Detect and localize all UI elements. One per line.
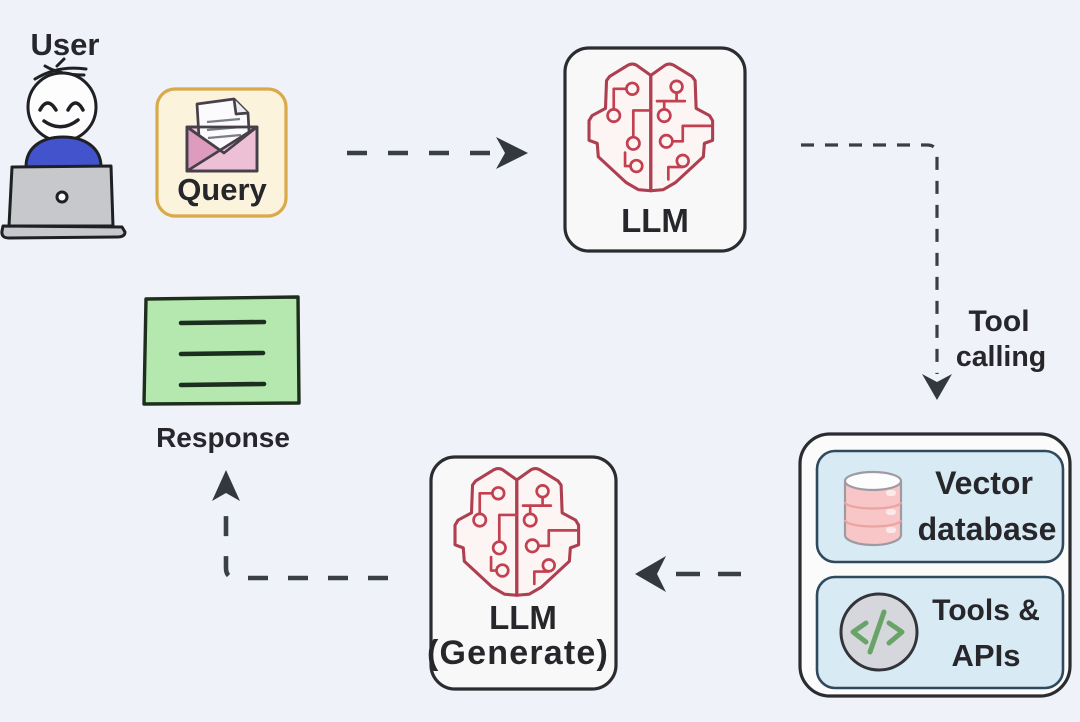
svg-text:database: database [918, 511, 1057, 547]
svg-text:calling: calling [956, 341, 1046, 373]
svg-text:(Generate): (Generate) [427, 634, 609, 672]
svg-text:LLM: LLM [489, 599, 557, 636]
svg-text:LLM: LLM [621, 202, 689, 239]
svg-text:Tool: Tool [968, 305, 1029, 338]
svg-text:Query: Query [177, 172, 267, 207]
svg-text:APIs: APIs [952, 638, 1021, 673]
svg-text:Tools &: Tools & [932, 594, 1040, 627]
svg-text:Vector: Vector [935, 465, 1033, 501]
svg-text:User: User [31, 27, 100, 62]
svg-text:Response: Response [156, 422, 290, 453]
